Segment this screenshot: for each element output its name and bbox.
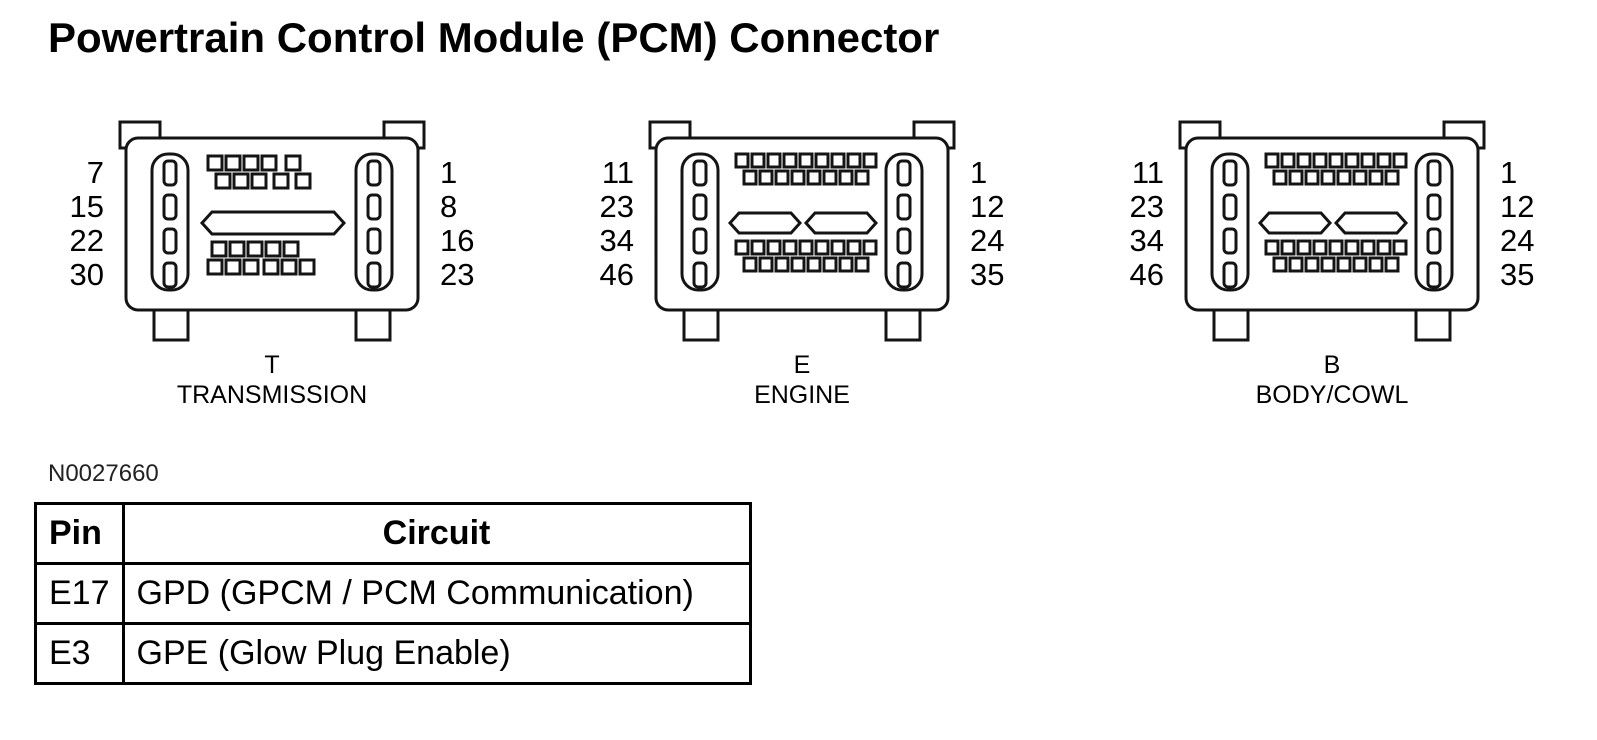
pin-label: 46 (599, 257, 634, 292)
transmission-connector-diagram (118, 120, 426, 342)
pin-label: 12 (1500, 189, 1535, 224)
engine-connector-diagram (648, 120, 956, 342)
connector-letter: B (1323, 351, 1341, 379)
table-header-row: Pin Circuit (34, 502, 752, 565)
pin-label: 12 (970, 189, 1005, 224)
pin-label: 24 (1500, 223, 1535, 258)
pin-label: 23 (440, 257, 475, 292)
connector-name: ENGINE (754, 381, 850, 409)
connector-row: 11 23 34 46 (1112, 114, 1552, 346)
engine-caption: E ENGINE (582, 350, 1022, 410)
circuit-cell: GPD (GPCM / PCM Communication) (121, 562, 752, 625)
figure-id: N0027660 (48, 460, 159, 487)
connector-letter: T (264, 351, 280, 379)
pin-label: 34 (1129, 223, 1164, 258)
pin-label: 15 (69, 189, 104, 224)
left-pin-tower (680, 152, 720, 292)
table-row: E3 GPE (Glow Plug Enable) (34, 622, 752, 685)
center-pin-field (1257, 152, 1409, 273)
center-pin-field (727, 152, 879, 273)
table-header-pin: Pin (34, 502, 125, 565)
pin-label: 24 (970, 223, 1005, 258)
connector-body (654, 136, 950, 312)
engine-left-pin-labels: 11 23 34 46 (582, 114, 642, 292)
pin-label: 7 (86, 155, 104, 190)
right-pin-tower (1414, 152, 1454, 292)
pin-label: 34 (599, 223, 634, 258)
pin-label: 22 (69, 223, 104, 258)
transmission-right-pin-labels: 1 8 16 23 (432, 114, 492, 292)
connector-letter: E (793, 351, 811, 379)
keyway (803, 211, 879, 235)
center-pin-field (199, 154, 347, 276)
pin-cell: E3 (34, 622, 125, 685)
mounting-legs (1212, 304, 1452, 342)
connector-name: BODY/COWL (1255, 381, 1409, 409)
pin-label: 8 (440, 189, 458, 224)
left-pin-tower (150, 152, 190, 292)
transmission-caption: T TRANSMISSION (52, 350, 492, 410)
page-title: Powertrain Control Module (PCM) Connecto… (48, 14, 940, 61)
pin-label: 16 (440, 223, 475, 258)
right-pin-tower (884, 152, 924, 292)
connector-block-engine: 11 23 34 46 (582, 114, 1022, 410)
pin-label: 11 (1131, 155, 1164, 190)
right-pin-tower (354, 152, 394, 292)
body-cowl-left-pin-labels: 11 23 34 46 (1112, 114, 1172, 292)
body-cowl-connector-diagram (1178, 120, 1486, 342)
pin-label: 23 (1129, 189, 1164, 224)
table-header-circuit: Circuit (121, 502, 752, 565)
connector-block-transmission: 7 15 22 30 (52, 114, 492, 410)
pin-label: 30 (69, 257, 104, 292)
pin-label: 1 (440, 155, 458, 190)
pin-label: 11 (601, 155, 634, 190)
connector-block-body-cowl: 11 23 34 46 (1112, 114, 1552, 410)
pin-label: 1 (970, 155, 988, 190)
circuit-cell: GPE (Glow Plug Enable) (121, 622, 752, 685)
pin-cell: E17 (34, 562, 125, 625)
keyway (1257, 211, 1333, 235)
body-cowl-right-pin-labels: 1 12 24 35 (1492, 114, 1552, 292)
connector-row: 7 15 22 30 (52, 114, 492, 346)
keyway (727, 211, 803, 235)
pin-label: 35 (1500, 257, 1535, 292)
pin-label: 23 (599, 189, 634, 224)
connector-body (1184, 136, 1480, 312)
left-pin-tower (1210, 152, 1250, 292)
connector-name: TRANSMISSION (176, 381, 368, 409)
keyway (1333, 211, 1409, 235)
engine-right-pin-labels: 1 12 24 35 (962, 114, 1022, 292)
transmission-left-pin-labels: 7 15 22 30 (52, 114, 112, 292)
pin-label: 35 (970, 257, 1005, 292)
pin-label: 1 (1500, 155, 1518, 190)
keyway (199, 210, 347, 236)
connector-row: 11 23 34 46 (582, 114, 1022, 346)
connector-diagrams: 7 15 22 30 (52, 114, 1597, 410)
pin-label: 46 (1129, 257, 1164, 292)
body-cowl-caption: B BODY/COWL (1112, 350, 1552, 410)
table-row: E17 GPD (GPCM / PCM Communication) (34, 562, 752, 625)
pin-table: Pin Circuit E17 GPD (GPCM / PCM Communic… (34, 502, 752, 685)
